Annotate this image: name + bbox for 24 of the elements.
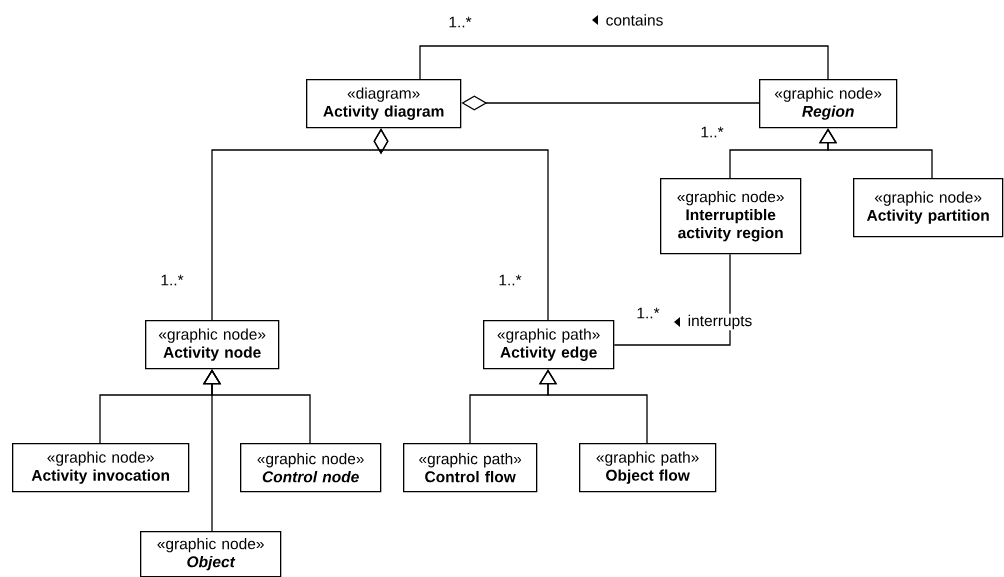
connector <box>461 95 760 111</box>
connector <box>538 369 648 444</box>
multiplicity: 1..* <box>449 16 472 28</box>
multiplicity: 1..* <box>161 274 184 286</box>
class-box: «graphic node» Activity partition <box>853 178 1004 238</box>
class-box: «graphic path» Object flow <box>579 443 717 493</box>
class-box: «graphic node» Control node <box>240 443 382 493</box>
class-box: «graphic node» Interruptible activity region <box>660 178 802 255</box>
class-box: «graphic node» Object <box>140 531 282 577</box>
multiplicity: 1..* <box>637 307 660 319</box>
class-box: «graphic path» Control flow <box>403 443 538 493</box>
class-box: «graphic node» Region <box>759 79 898 129</box>
connector <box>373 128 549 321</box>
edge-label: interrupts <box>688 314 752 330</box>
multiplicity: 1..* <box>499 274 522 286</box>
connector <box>419 45 829 80</box>
class-box: «graphic node» Activity invocation <box>12 443 190 493</box>
multiplicity: 1..* <box>701 126 724 138</box>
class-box: «graphic node» Activity node <box>145 320 280 370</box>
connector <box>818 128 933 179</box>
class-box: «graphic path» Activity edge <box>483 320 615 370</box>
edge-label: contains <box>606 14 663 26</box>
class-box: «diagram» Activity diagram <box>306 79 462 129</box>
connector <box>613 253 731 346</box>
